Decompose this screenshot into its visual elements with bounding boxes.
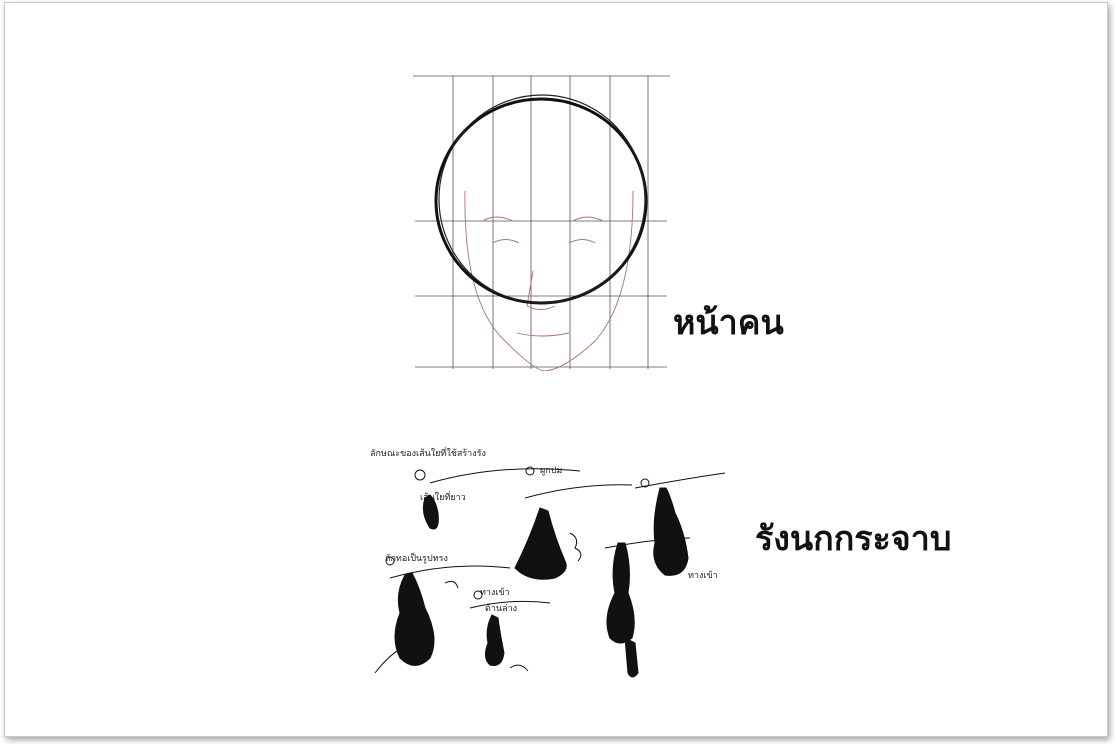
- svg-text:ทางเข้า: ทางเข้า: [480, 587, 510, 598]
- svg-text:ด้านล่าง: ด้านล่าง: [485, 603, 517, 614]
- svg-text:ทางเข้า: ทางเข้า: [688, 570, 718, 581]
- nest-caption: รังนกกระจาบ: [755, 511, 951, 565]
- slide-frame: ลักษณะของเส้นใยที่ใช้สร้างรัง เส้นใยที่ย…: [4, 2, 1108, 737]
- svg-text:ถักทอเป็นรูปทรง: ถักทอเป็นรูปทรง: [385, 551, 448, 564]
- face-sketch-image: [405, 71, 677, 371]
- face-caption: หน้าคน: [673, 295, 784, 349]
- weaver-nest-sketch-image: ลักษณะของเส้นใยที่ใช้สร้างรัง เส้นใยที่ย…: [370, 443, 740, 698]
- svg-text:ผูกปม: ผูกปม: [540, 466, 562, 476]
- svg-text:ลักษณะของเส้นใยที่ใช้สร้างรัง: ลักษณะของเส้นใยที่ใช้สร้างรัง: [370, 446, 486, 459]
